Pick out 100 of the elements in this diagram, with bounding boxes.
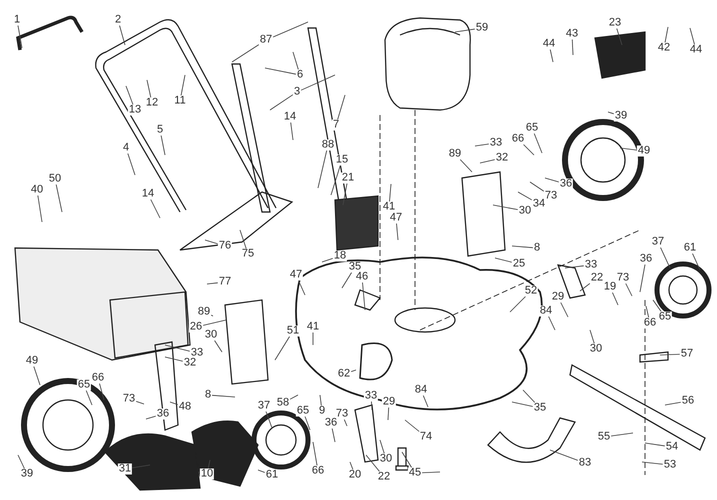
- callout-number: 35: [532, 402, 548, 414]
- callout-number: 30: [518, 206, 532, 216]
- leader-line: [642, 462, 664, 465]
- leader-line: [332, 428, 336, 442]
- callout-number: 51: [286, 326, 300, 336]
- leader-line: [474, 144, 490, 146]
- leader-line: [422, 395, 428, 408]
- leader-line: [640, 264, 646, 292]
- leader-line: [404, 420, 420, 432]
- callout-number: 62: [336, 368, 352, 380]
- callout-number: 49: [24, 356, 40, 366]
- callout-number: 75: [240, 248, 256, 260]
- leader-line: [548, 316, 556, 330]
- callout-number: 47: [388, 212, 404, 224]
- leader-line: [146, 416, 156, 420]
- leader-line: [572, 39, 574, 56]
- leader-line: [454, 28, 476, 32]
- leader-line: [292, 52, 299, 70]
- callout-number: 84: [538, 306, 554, 316]
- callout-number: 31: [118, 464, 132, 474]
- callout-number: 4: [122, 142, 130, 154]
- leader-line: [164, 356, 184, 362]
- leader-line: [99, 383, 104, 400]
- leader-line: [206, 282, 218, 284]
- leader-line: [119, 25, 126, 46]
- callout-number: 89: [196, 306, 212, 318]
- leader-line: [523, 144, 534, 156]
- leader-line: [320, 394, 322, 406]
- leader-line: [512, 402, 534, 407]
- callout-number: 36: [156, 408, 170, 420]
- callout-number: 33: [190, 348, 204, 358]
- callout-number: 61: [264, 470, 280, 480]
- leader-line: [330, 165, 341, 196]
- callout-number: 77: [218, 276, 232, 288]
- leader-line: [240, 230, 247, 249]
- leader-line: [164, 344, 190, 352]
- leader-line: [550, 450, 578, 461]
- leader-line: [610, 432, 634, 436]
- callout-number: 87: [258, 34, 274, 46]
- leader-line: [214, 340, 222, 352]
- leader-line: [388, 407, 390, 420]
- callout-number: 58: [276, 398, 290, 408]
- leader-line: [664, 402, 682, 406]
- callout-number: 37: [256, 400, 272, 412]
- callout-number: 2: [114, 14, 122, 26]
- leader-line: [126, 86, 134, 105]
- callout-number: 65: [76, 380, 92, 390]
- callout-number: 61: [682, 242, 698, 254]
- leader-line: [290, 394, 298, 400]
- callout-number: 26: [188, 322, 204, 332]
- callout-number: 20: [348, 470, 362, 480]
- callout-number: 32: [494, 152, 510, 164]
- leader-line: [616, 28, 622, 46]
- leader-line: [366, 454, 380, 472]
- leader-line: [33, 366, 40, 386]
- callout-number: 13: [128, 104, 142, 116]
- leader-line: [18, 25, 22, 48]
- callout-number: 5: [156, 124, 164, 136]
- callout-number: 48: [178, 402, 192, 412]
- leader-line: [692, 253, 700, 270]
- leader-line: [318, 150, 328, 188]
- leader-line: [608, 112, 614, 114]
- leader-line: [312, 442, 318, 466]
- callout-number: 10: [200, 468, 214, 480]
- leader-line: [510, 296, 526, 312]
- callout-number: 36: [558, 178, 574, 190]
- leader-line: [18, 454, 25, 469]
- callout-number: 36: [638, 254, 654, 264]
- leader-line: [518, 192, 532, 200]
- callout-number: 25: [512, 258, 526, 270]
- callout-number: 29: [382, 396, 396, 408]
- leader-line: [690, 28, 695, 45]
- leader-line: [550, 49, 554, 62]
- leader-line: [494, 258, 512, 263]
- leader-line: [86, 390, 92, 406]
- leader-line: [389, 184, 392, 202]
- leader-line: [492, 204, 518, 210]
- callout-number: 22: [590, 272, 604, 284]
- leader-line: [208, 460, 210, 469]
- leader-line: [127, 153, 136, 176]
- leader-line: [204, 240, 218, 244]
- callout-number: 88: [320, 140, 336, 150]
- callout-number: 44: [688, 44, 704, 56]
- leader-line: [266, 411, 272, 428]
- callout-number: 84: [414, 384, 428, 396]
- callout-number: 41: [306, 322, 320, 332]
- leader-line: [544, 178, 560, 182]
- callout-number: 37: [650, 236, 666, 248]
- callout-number: 30: [378, 454, 394, 464]
- leader-line: [644, 442, 666, 446]
- callout-number: 8: [204, 390, 212, 400]
- leader-line: [270, 94, 294, 110]
- callout-number: 14: [282, 112, 298, 122]
- leader-line: [396, 223, 398, 240]
- callout-number: 33: [364, 390, 378, 402]
- callout-number: 50: [48, 174, 62, 184]
- callout-number: 12: [144, 98, 160, 108]
- callout-number: 23: [608, 18, 622, 28]
- leader-line: [460, 159, 472, 172]
- leader-line: [342, 272, 352, 288]
